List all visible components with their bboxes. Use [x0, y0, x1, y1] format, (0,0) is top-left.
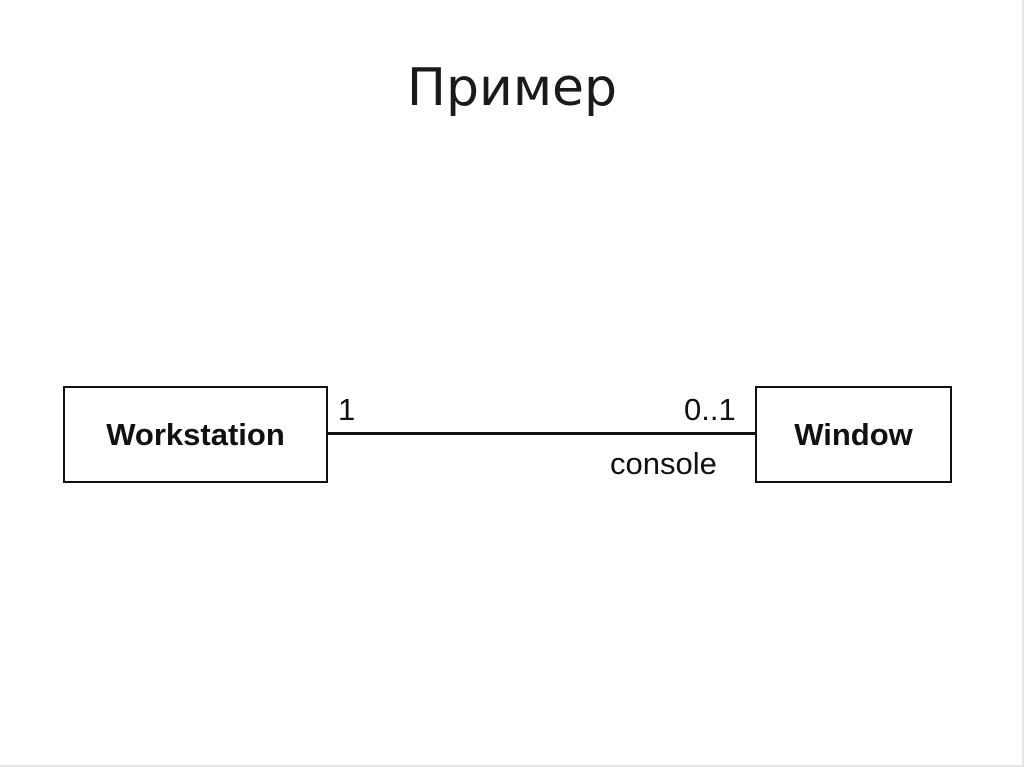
association-line	[328, 432, 755, 435]
slide-title: Пример	[406, 58, 618, 118]
class-name-workstation: Workstation	[106, 416, 285, 452]
class-name-window: Window	[794, 416, 913, 452]
class-workstation: Workstation	[63, 386, 328, 483]
target-multiplicity: 0..1	[684, 392, 736, 427]
target-role-label: console	[610, 446, 717, 481]
source-multiplicity: 1	[338, 392, 356, 427]
class-window: Window	[755, 386, 952, 483]
